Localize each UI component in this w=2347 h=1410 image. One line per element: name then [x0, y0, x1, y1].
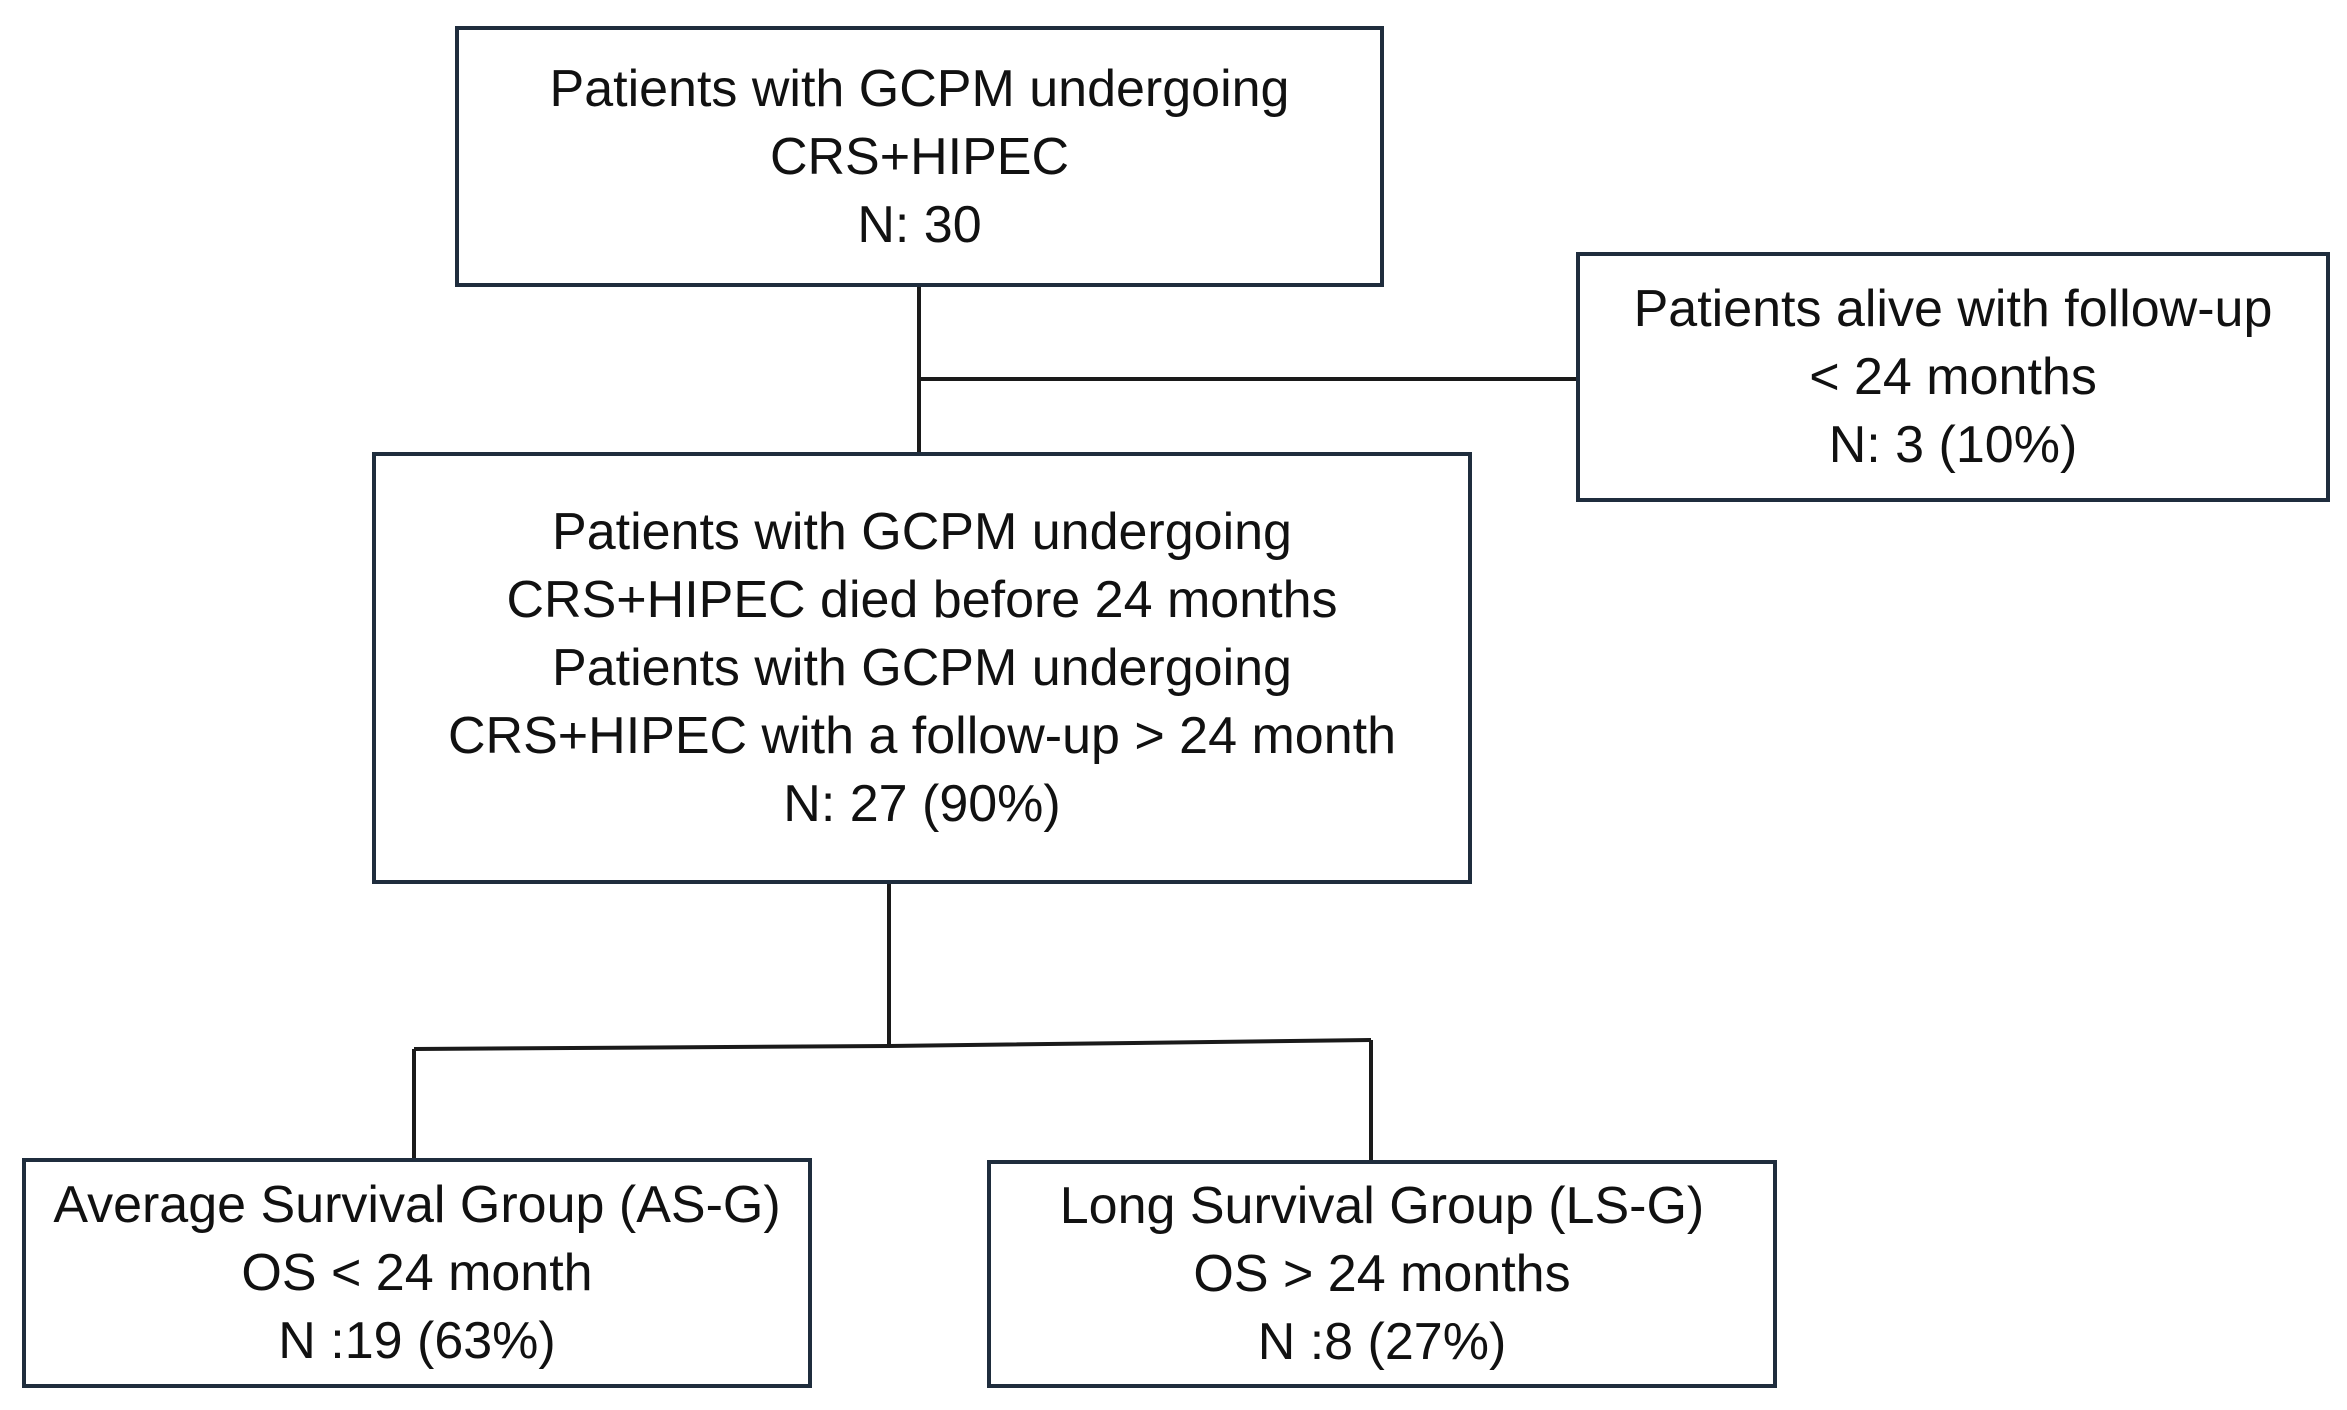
box-average-survival-group: Average Survival Group (AS-G) OS < 24 mo… — [22, 1158, 812, 1388]
box-average-line-3: N :19 (63%) — [278, 1312, 556, 1370]
box-long-line-3: N :8 (27%) — [1257, 1313, 1507, 1371]
box-included-line-1: Patients with GCPM undergoing — [552, 503, 1292, 561]
box-total-line-3: N: 30 — [857, 195, 982, 254]
box-total-patients: Patients with GCPM undergoing CRS+HIPEC … — [455, 26, 1384, 287]
box-included-patients: Patients with GCPM undergoing CRS+HIPEC … — [372, 452, 1472, 884]
box-long-line-1: Long Survival Group (LS-G) — [1059, 1177, 1705, 1235]
box-long-survival-group: Long Survival Group (LS-G) OS > 24 month… — [987, 1160, 1777, 1388]
box-average-line-1: Average Survival Group (AS-G) — [53, 1176, 781, 1234]
box-included-line-4: CRS+HIPEC with a follow-up > 24 month — [448, 707, 1396, 765]
box-excluded-patients: Patients alive with follow-up < 24 month… — [1576, 252, 2330, 502]
box-included-line-2: CRS+HIPEC died before 24 months — [506, 571, 1338, 629]
box-total-line-1: Patients with GCPM undergoing — [549, 59, 1290, 118]
box-included-line-5: N: 27 (90%) — [783, 775, 1061, 833]
connector-split-bar — [413, 1038, 1372, 1051]
box-average-line-2: OS < 24 month — [241, 1244, 593, 1302]
box-included-line-3: Patients with GCPM undergoing — [552, 639, 1292, 697]
box-long-line-2: OS > 24 months — [1193, 1245, 1571, 1303]
box-excluded-line-2: < 24 months — [1809, 348, 2097, 406]
box-excluded-line-1: Patients alive with follow-up — [1633, 280, 2273, 338]
box-excluded-line-3: N: 3 (10%) — [1828, 416, 2078, 474]
box-total-line-2: CRS+HIPEC — [769, 127, 1070, 186]
